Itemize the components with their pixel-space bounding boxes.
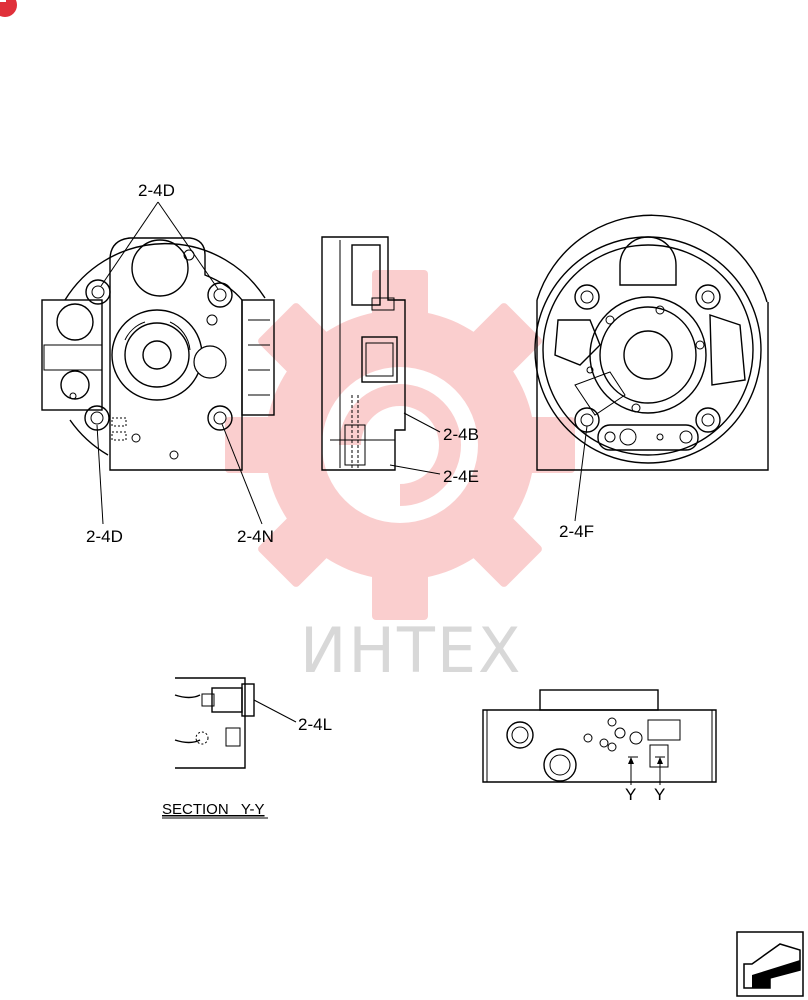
label-y-left: Y [625, 785, 636, 804]
watermark-gear [225, 270, 575, 620]
watermark-text: ИНТЕХ [300, 614, 523, 687]
front-view-right [534, 214, 769, 471]
arrowhead-icon [628, 757, 634, 764]
side-view-middle [321, 236, 406, 471]
leader-lines [96, 201, 663, 785]
label-2-4d-left: 2-4D [86, 527, 123, 546]
logo-badge-icon [0, 0, 17, 17]
label-2-4e: 2-4E [443, 467, 479, 486]
section-title: SECTION Y-Y [162, 801, 265, 818]
label-2-4d-top: 2-4D [138, 181, 175, 200]
label-y-right: Y [654, 785, 665, 804]
label-2-4l: 2-4L [298, 715, 332, 734]
label-2-4f: 2-4F [559, 522, 594, 541]
label-2-4b: 2-4B [443, 425, 479, 444]
view-direction-arrow-icon[interactable] [736, 931, 804, 997]
bottom-side-view [482, 689, 717, 783]
front-view-left [41, 237, 275, 471]
label-2-4n: 2-4N [237, 527, 274, 546]
section-y-y-view [174, 677, 255, 769]
arrowhead-icon [657, 757, 663, 764]
